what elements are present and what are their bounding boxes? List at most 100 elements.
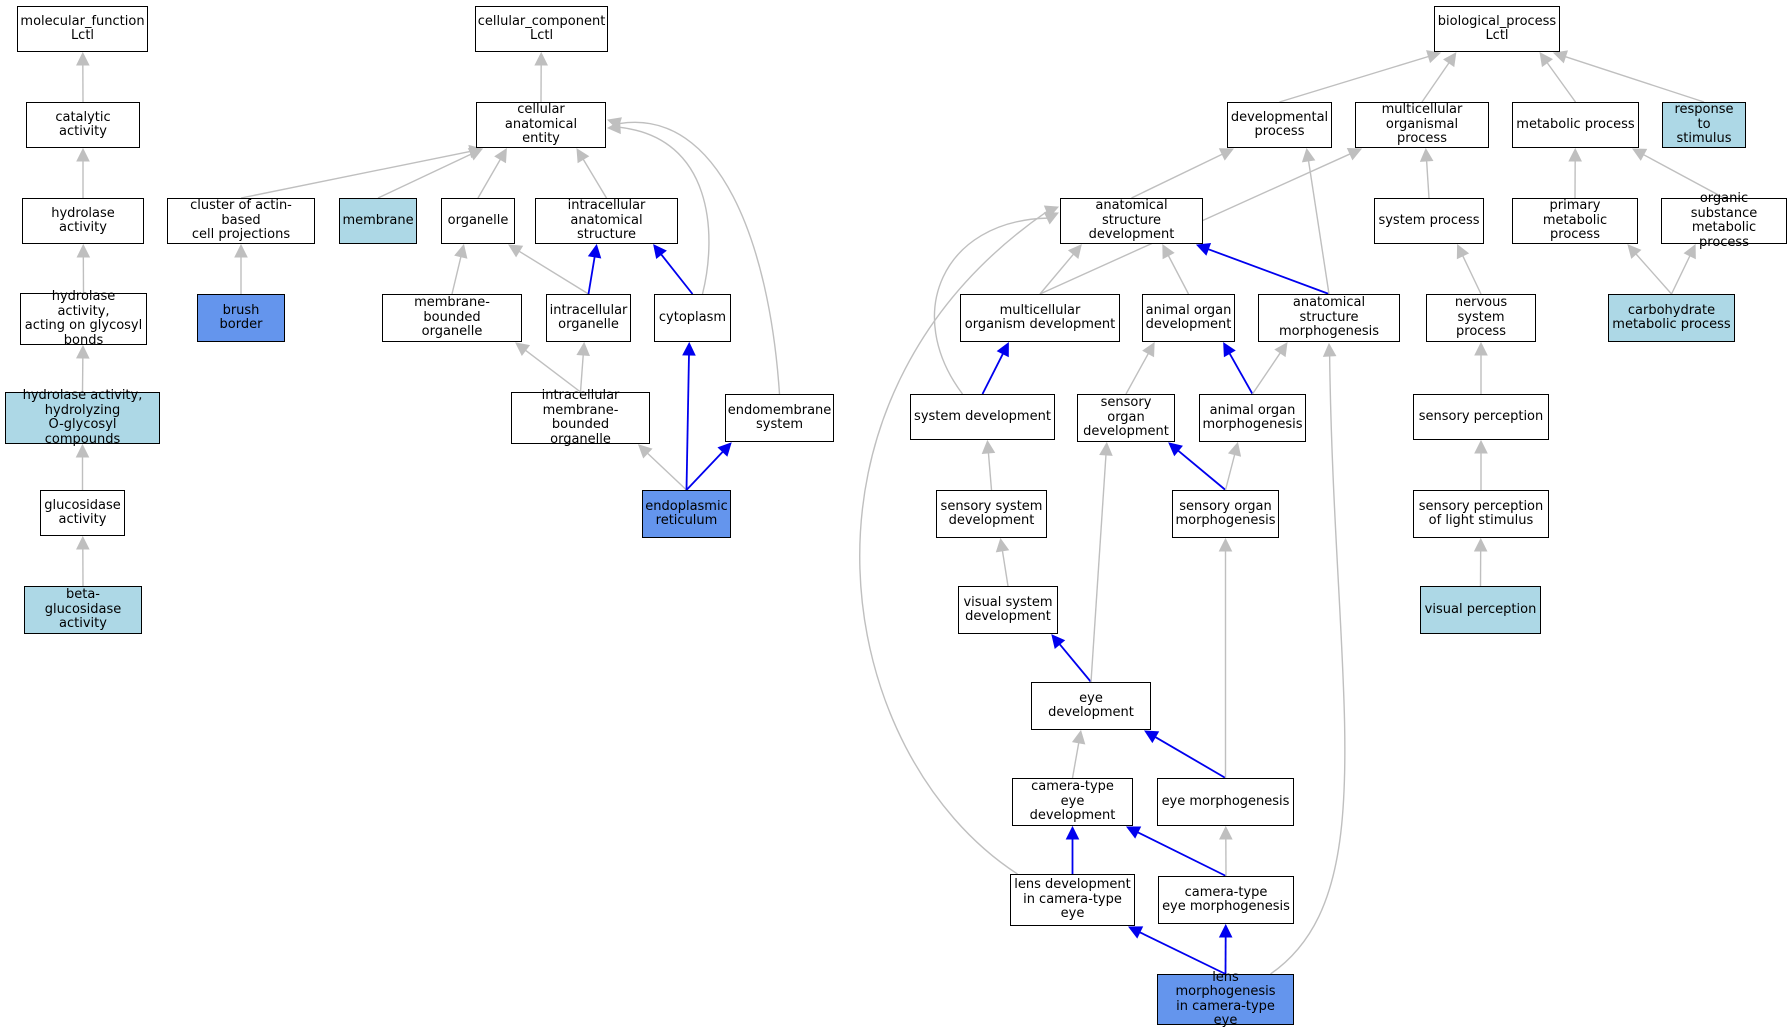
edge-aom-to-aod xyxy=(1223,342,1254,395)
node-anatomical-structure-morphogenesis[interactable]: anatomical structure morphogenesis xyxy=(1258,294,1400,342)
edge-vp-to-spls xyxy=(1473,537,1488,587)
edge-cytoplasm-to-ias xyxy=(653,244,694,295)
node-eye-morphogenesis[interactable]: eye morphogenesis xyxy=(1157,778,1294,826)
node-lens-morphogenesis-camera-type-eye[interactable]: lens morphogenesis in camera-type eye xyxy=(1157,970,1294,1028)
edge-beta_gluc-to-glucosidase xyxy=(76,535,90,587)
node-catalytic-activity[interactable]: catalytic activity xyxy=(26,102,140,148)
node-hydrolase-activity-o-glycosyl[interactable]: hydrolase activity, hydrolyzing O-glycos… xyxy=(5,388,160,446)
edge-mbo-to-organelle xyxy=(451,243,468,295)
node-sensory-organ-development[interactable]: sensory organ development xyxy=(1077,394,1175,442)
edge-carb-to-orgsub xyxy=(1670,243,1696,295)
edge-ias-to-cae xyxy=(576,148,608,199)
node-lens-development-camera-type-eye[interactable]: lens development in camera-type eye xyxy=(1010,874,1135,926)
node-multicellular-organismal-process[interactable]: multicellular organismal process xyxy=(1355,102,1489,148)
node-glucosidase-activity[interactable]: glucosidase activity xyxy=(40,490,125,536)
node-intracellular-anatomical-structure[interactable]: intracellular anatomical structure xyxy=(535,198,678,244)
node-organelle[interactable]: organelle xyxy=(441,198,515,244)
node-eye-development[interactable]: eye development xyxy=(1031,682,1151,730)
node-animal-organ-morphogenesis[interactable]: animal organ morphogenesis xyxy=(1199,394,1306,442)
node-animal-organ-development[interactable]: animal organ development xyxy=(1142,294,1235,342)
edge-actin-to-cae xyxy=(240,144,484,199)
node-developmental-process[interactable]: developmental process xyxy=(1227,102,1332,148)
node-organic-substance-metabolic-process[interactable]: organic substance metabolic process xyxy=(1661,191,1787,249)
edge-io-to-ias xyxy=(587,243,602,295)
node-endoplasmic-reticulum[interactable]: endoplasmic reticulum xyxy=(642,490,731,538)
node-system-development[interactable]: system development xyxy=(910,394,1055,440)
edge-cted-to-eyedev xyxy=(1071,729,1086,779)
edge-asm-to-devproc xyxy=(1301,147,1330,295)
edge-endomem-to-cae xyxy=(606,117,781,395)
node-endomembrane-system[interactable]: endomembrane system xyxy=(725,394,834,442)
edge-lmcte-to-ctem xyxy=(1218,923,1233,975)
edge-mod-to-asd xyxy=(1039,244,1082,295)
edge-lmcte-to-asm xyxy=(1270,342,1346,975)
node-biological-process[interactable]: biological_process Lctl xyxy=(1434,6,1560,52)
edge-sp-to-nsp xyxy=(1474,341,1488,394)
edge-asd-to-devproc xyxy=(1131,148,1235,199)
edge-primmet-to-metab xyxy=(1568,147,1582,199)
node-membrane[interactable]: membrane xyxy=(339,198,417,244)
node-metabolic-process[interactable]: metabolic process xyxy=(1512,102,1639,148)
node-visual-system-development[interactable]: visual system development xyxy=(958,586,1058,634)
node-visual-perception[interactable]: visual perception xyxy=(1420,586,1541,634)
edge-response-to-bp xyxy=(1552,50,1705,103)
node-sensory-system-development[interactable]: sensory system development xyxy=(936,490,1047,538)
edge-cae-to-cc xyxy=(534,51,548,103)
edge-imbo-to-mbo xyxy=(515,342,581,393)
node-cellular-anatomical-entity[interactable]: cellular anatomical entity xyxy=(476,102,606,148)
node-cellular-component[interactable]: cellular_component Lctl xyxy=(475,6,608,52)
edge-nsp-to-sysproc xyxy=(1456,243,1482,295)
node-intracellular-organelle[interactable]: intracellular organelle xyxy=(546,294,631,342)
edge-carb-to-primmet xyxy=(1627,244,1673,295)
node-anatomical-structure-development[interactable]: anatomical structure development xyxy=(1060,198,1203,244)
edge-eyedev-to-sod xyxy=(1090,441,1113,683)
edge-ctem-to-cted xyxy=(1125,826,1227,877)
edge-som-to-aom xyxy=(1224,441,1242,491)
edge-spls-to-sp xyxy=(1474,439,1488,490)
edge-membrane-to-cae xyxy=(377,148,484,199)
node-beta-glucosidase-activity[interactable]: beta-glucosidase activity xyxy=(24,586,142,634)
edge-ldcte-to-asd xyxy=(859,205,1060,875)
node-multicellular-organism-development[interactable]: multicellular organism development xyxy=(960,294,1120,342)
edge-ctem-to-eyemorph xyxy=(1219,825,1233,877)
edge-som-to-sod xyxy=(1168,442,1227,491)
edge-glucosidase-to-hydro_o xyxy=(75,443,90,490)
node-primary-metabolic-process[interactable]: primary metabolic process xyxy=(1512,198,1638,244)
node-camera-type-eye-development[interactable]: camera-type eye development xyxy=(1012,778,1133,826)
node-cluster-actin-cell-projections[interactable]: cluster of actin-based cell projections xyxy=(167,198,315,244)
edge-aod-to-asd xyxy=(1162,244,1190,295)
edge-hydrolase-to-catalytic xyxy=(76,147,90,198)
edge-eyemorph-to-som xyxy=(1218,537,1233,778)
edge-hydro_o-to-hydro_glyc xyxy=(76,344,90,393)
node-molecular-function[interactable]: molecular_function Lctl xyxy=(17,6,148,52)
node-hydrolase-activity[interactable]: hydrolase activity xyxy=(22,198,144,244)
node-hydrolase-activity-glycosyl-bonds[interactable]: hydrolase activity, acting on glycosyl b… xyxy=(20,289,147,347)
node-camera-type-eye-morphogenesis[interactable]: camera-type eye morphogenesis xyxy=(1158,876,1294,924)
edge-ssd-to-sysdev xyxy=(981,439,996,491)
edge-lmcte-to-ldcte xyxy=(1127,926,1226,975)
node-carbohydrate-metabolic-process[interactable]: carbohydrate metabolic process xyxy=(1608,294,1735,342)
node-membrane-bounded-organelle[interactable]: membrane-bounded organelle xyxy=(382,294,522,342)
edge-metab-to-bp xyxy=(1539,52,1577,103)
edge-organelle-to-cae xyxy=(477,148,507,199)
edge-mop-to-bp xyxy=(1421,52,1457,103)
edge-devproc-to-bp xyxy=(1279,50,1442,103)
edge-sysproc-to-mop xyxy=(1419,147,1434,199)
edge-vsd-to-ssd xyxy=(995,537,1010,587)
node-system-process[interactable]: system process xyxy=(1374,198,1484,244)
node-sensory-perception-light-stimulus[interactable]: sensory perception of light stimulus xyxy=(1413,490,1549,538)
node-intracellular-membrane-bounded-organelle[interactable]: intracellular membrane-bounded organelle xyxy=(511,388,650,446)
node-nervous-system-process[interactable]: nervous system process xyxy=(1426,294,1536,342)
node-sensory-organ-morphogenesis[interactable]: sensory organ morphogenesis xyxy=(1172,490,1279,538)
edge-imbo-to-io xyxy=(576,341,590,393)
node-response-to-stimulus[interactable]: response to stimulus xyxy=(1662,102,1746,148)
edge-brush-to-actin xyxy=(234,243,248,294)
node-cytoplasm[interactable]: cytoplasm xyxy=(654,294,731,342)
node-brush-border[interactable]: brush border xyxy=(197,294,285,342)
edge-sysdev-to-mod xyxy=(981,342,1009,395)
node-sensory-perception[interactable]: sensory perception xyxy=(1413,394,1549,440)
edge-aom-to-asm xyxy=(1251,342,1288,395)
edge-orgsub-to-metab xyxy=(1632,148,1725,199)
